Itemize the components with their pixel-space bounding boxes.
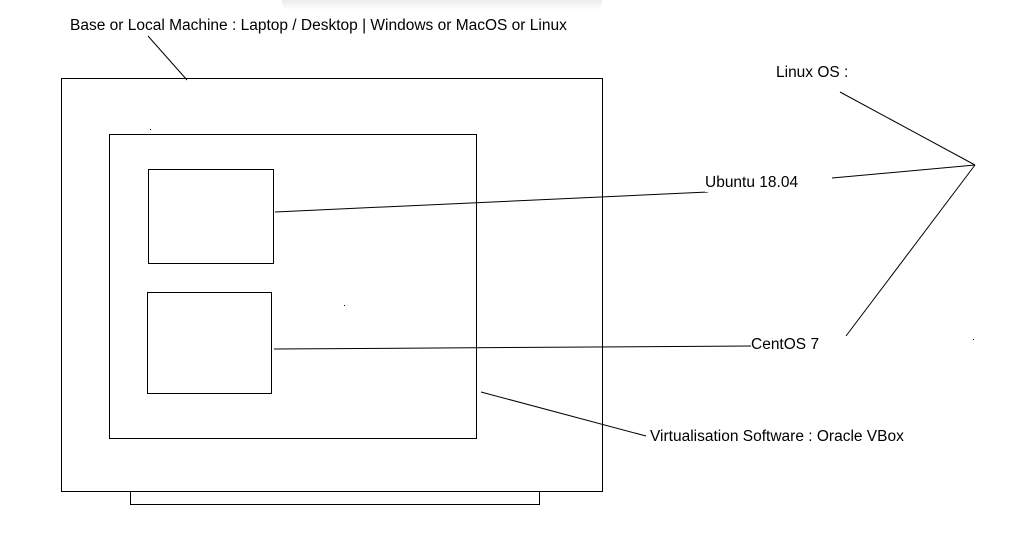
centos-vm-box — [147, 292, 272, 394]
linux-os-to-centos-connector — [845, 164, 976, 337]
linux-os-to-ubuntu-connector — [831, 164, 976, 179]
stray-dot — [344, 305, 345, 306]
ubuntu-label: Ubuntu 18.04 — [705, 174, 799, 192]
top-shadow-decoration — [282, 0, 602, 10]
machine-stand — [130, 491, 540, 505]
virtualisation-connector — [480, 391, 647, 437]
virtualisation-label: Virtualisation Software : Oracle VBox — [650, 428, 904, 446]
base-machine-label: Base or Local Machine : Laptop / Desktop… — [70, 17, 567, 35]
centos-label: CentOS 7 — [751, 336, 820, 354]
linux-os-header-connector — [839, 91, 976, 166]
centos-connector — [273, 345, 753, 350]
ubuntu-connector — [274, 191, 709, 213]
virtualisation-box — [109, 134, 477, 439]
linux-os-label: Linux OS : — [776, 64, 849, 82]
ubuntu-vm-box — [148, 169, 274, 264]
stray-dot — [973, 339, 974, 340]
local-machine-box — [61, 78, 603, 492]
stray-dot — [150, 129, 151, 130]
base-machine-connector — [147, 35, 188, 81]
